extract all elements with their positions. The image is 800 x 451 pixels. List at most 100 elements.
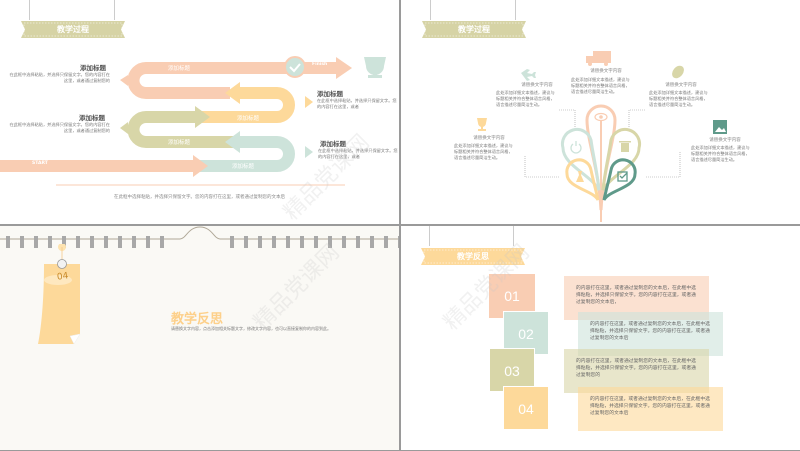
- arrow-mint: [195, 136, 295, 172]
- number-box-1: 01: [489, 274, 535, 318]
- section-subtitle: 请替换文字内容，点击添加相关标题文字，修改文字内容，也可以直接复制你的内容到此。: [171, 326, 331, 331]
- image-icon: [713, 120, 727, 134]
- item-title: 添加标题: [317, 90, 343, 98]
- section-banner: 教学反思: [421, 248, 525, 265]
- check-icon: [284, 56, 306, 78]
- power-icon: [570, 141, 582, 154]
- binding-ring: [20, 236, 24, 248]
- item-desc: 在此框中选择粘贴，并选择只保留文字。您的内容打在这里，或者通过复制您的: [9, 72, 110, 83]
- arrow-yellow: [200, 87, 295, 123]
- binding-ring: [6, 236, 10, 248]
- connector-lines: [524, 109, 681, 178]
- trash-icon: [619, 141, 631, 152]
- hanging-string: [515, 0, 516, 20]
- arrowhead: [195, 106, 210, 128]
- arrow-label: 添加标题: [168, 66, 191, 72]
- arrow-label: 添加标题: [232, 164, 255, 170]
- binding-ring: [48, 236, 52, 248]
- hanging-string: [430, 0, 431, 20]
- item-desc: 在此框中选择粘贴，并选择只保留文字。您的内容打在这里，或者: [318, 148, 398, 159]
- checkbox-icon: [617, 171, 628, 182]
- sticky-note-tag: [38, 244, 81, 345]
- binding-ring: [398, 236, 399, 248]
- finish-label: Finish: [312, 62, 328, 67]
- binding-ring: [244, 236, 248, 248]
- arrowhead: [225, 131, 240, 153]
- binding-ring: [314, 236, 318, 248]
- number-box-2: 02: [503, 311, 549, 355]
- tree-diagram: [477, 51, 727, 222]
- item-title: 添加标题: [79, 114, 105, 122]
- banner-title: 教学过程: [57, 25, 89, 34]
- binding-ring: [300, 236, 304, 248]
- binding-ring: [34, 236, 38, 248]
- binding-ring: [76, 236, 80, 248]
- snake-arrow-diagram: [0, 56, 386, 186]
- item-desc: 此处添加详细文本描述，建议与标题相关并符合整体语言风格，语言描述尽量简洁生动。: [454, 143, 513, 160]
- binding-ring: [146, 236, 150, 248]
- section-banner: 教学过程: [422, 21, 526, 38]
- petal-flask: [565, 158, 600, 201]
- binding-ring: [160, 236, 164, 248]
- item-title: 请替换文字内容: [709, 138, 741, 143]
- petal-check: [602, 158, 637, 201]
- text-box-2: 的内容打在这里，或者通过复制您的文本后，在此框中选择粘贴，并选择只保留文字。您的…: [578, 312, 723, 356]
- item-title: 请替换文字内容: [665, 83, 697, 88]
- hanging-string: [513, 226, 514, 246]
- section-banner: 教学过程: [21, 21, 125, 38]
- binding-ring: [90, 236, 94, 248]
- number-box-4: 04: [503, 386, 549, 430]
- binding-ring: [384, 236, 388, 248]
- item-desc: 在此框中选择粘贴，并选择只保留文字。您的内容打在这里，或者通过复制您的: [9, 122, 110, 133]
- arrow-label: 添加标题: [237, 116, 260, 122]
- binding-ring: [132, 236, 136, 248]
- calendar-binding: [0, 226, 399, 248]
- airplane-icon: [521, 69, 536, 81]
- trophy-icon: [477, 118, 487, 131]
- arrow-peach-top: [127, 62, 340, 99]
- start-label: START: [32, 161, 48, 166]
- arrow-label: 添加标题: [168, 140, 191, 146]
- binding-ring: [370, 236, 374, 248]
- binding-ring: [356, 236, 360, 248]
- binding-ring: [230, 236, 234, 248]
- binding-ring: [258, 236, 262, 248]
- item-desc: 此处添加详细文本描述，建议与标题相关并符合整体语言风格，语言描述尽量简洁生动。: [496, 90, 555, 107]
- trophy-icon: [364, 57, 386, 78]
- binding-ring: [286, 236, 290, 248]
- banner-title: 教学过程: [458, 25, 490, 34]
- eye-icon: [594, 112, 608, 122]
- slide-teaching-reflection-cover[interactable]: 04 教学反思 请替换文字内容，点击添加相关标题文字，修改文字内容，也可以直接复…: [0, 226, 399, 450]
- binding-ring: [104, 236, 108, 248]
- item-title: 请替换文字内容: [521, 83, 553, 88]
- flask-icon: [576, 171, 584, 182]
- text-box-4: 的内容打在这里，或者通过复制您的文本后，在此框中选择粘贴，并选择只保留文字。您的…: [578, 387, 723, 431]
- item-desc: 此处添加详细文本描述，建议与标题相关并符合整体语言风格，语言描述尽量简洁生动。: [691, 145, 750, 162]
- item-desc: 此处添加详细文本描述，建议与标题相关并符合整体语言风格，语言描述尽量简洁生动。: [649, 90, 708, 107]
- binding-ring: [328, 236, 332, 248]
- item-desc: 此处添加详细文本描述，建议与标题相关并符合整体语言风格，语言描述尽量简洁生动。: [571, 77, 630, 94]
- arrowhead: [193, 155, 208, 177]
- footer-text: 在此框中选择粘贴，并选择只保留文字。您的内容打在这里，或者通过复制您的文本后: [114, 195, 285, 200]
- banner-title: 教学反思: [457, 252, 489, 261]
- section-title: 教学反思: [171, 312, 224, 327]
- binding-ring: [342, 236, 346, 248]
- arrowhead: [225, 82, 240, 104]
- slide-teaching-reflection-list[interactable]: 教学反思 的内容打在这里，或者通过复制您的文本后，在此框中选择粘贴，并选择只保留…: [401, 226, 800, 450]
- truck-icon: [586, 51, 611, 66]
- slide-teaching-process-2[interactable]: 教学过程 请替换文字内容 此处添加详细文本描述，建议与标题相关并符合整体语言风格…: [401, 0, 800, 224]
- arrowhead-finish: [336, 57, 352, 79]
- leaf-icon: [672, 65, 684, 79]
- binding-ring: [118, 236, 122, 248]
- binding-ring: [272, 236, 276, 248]
- hanging-string: [429, 226, 430, 246]
- item-title: 请替换文字内容: [590, 69, 622, 74]
- hanging-string: [29, 0, 30, 20]
- slide-teaching-process-1[interactable]: 教学过程 Finish START 添加标题 添加标题 添加标题 添加标题 添加…: [0, 0, 399, 224]
- hanging-string: [114, 0, 115, 20]
- text-box-3: 的内容打在这里，或者通过复制您的文本后，在此框中选择粘贴，并选择只保留文字。您的…: [564, 349, 709, 393]
- binding-ring: [62, 236, 66, 248]
- tag-number: 04: [56, 271, 70, 283]
- item-title: 请替换文字内容: [473, 136, 505, 141]
- item-desc: 在此框中选择粘贴，并选择只保留文字。您的内容打在这里，或者: [317, 98, 397, 109]
